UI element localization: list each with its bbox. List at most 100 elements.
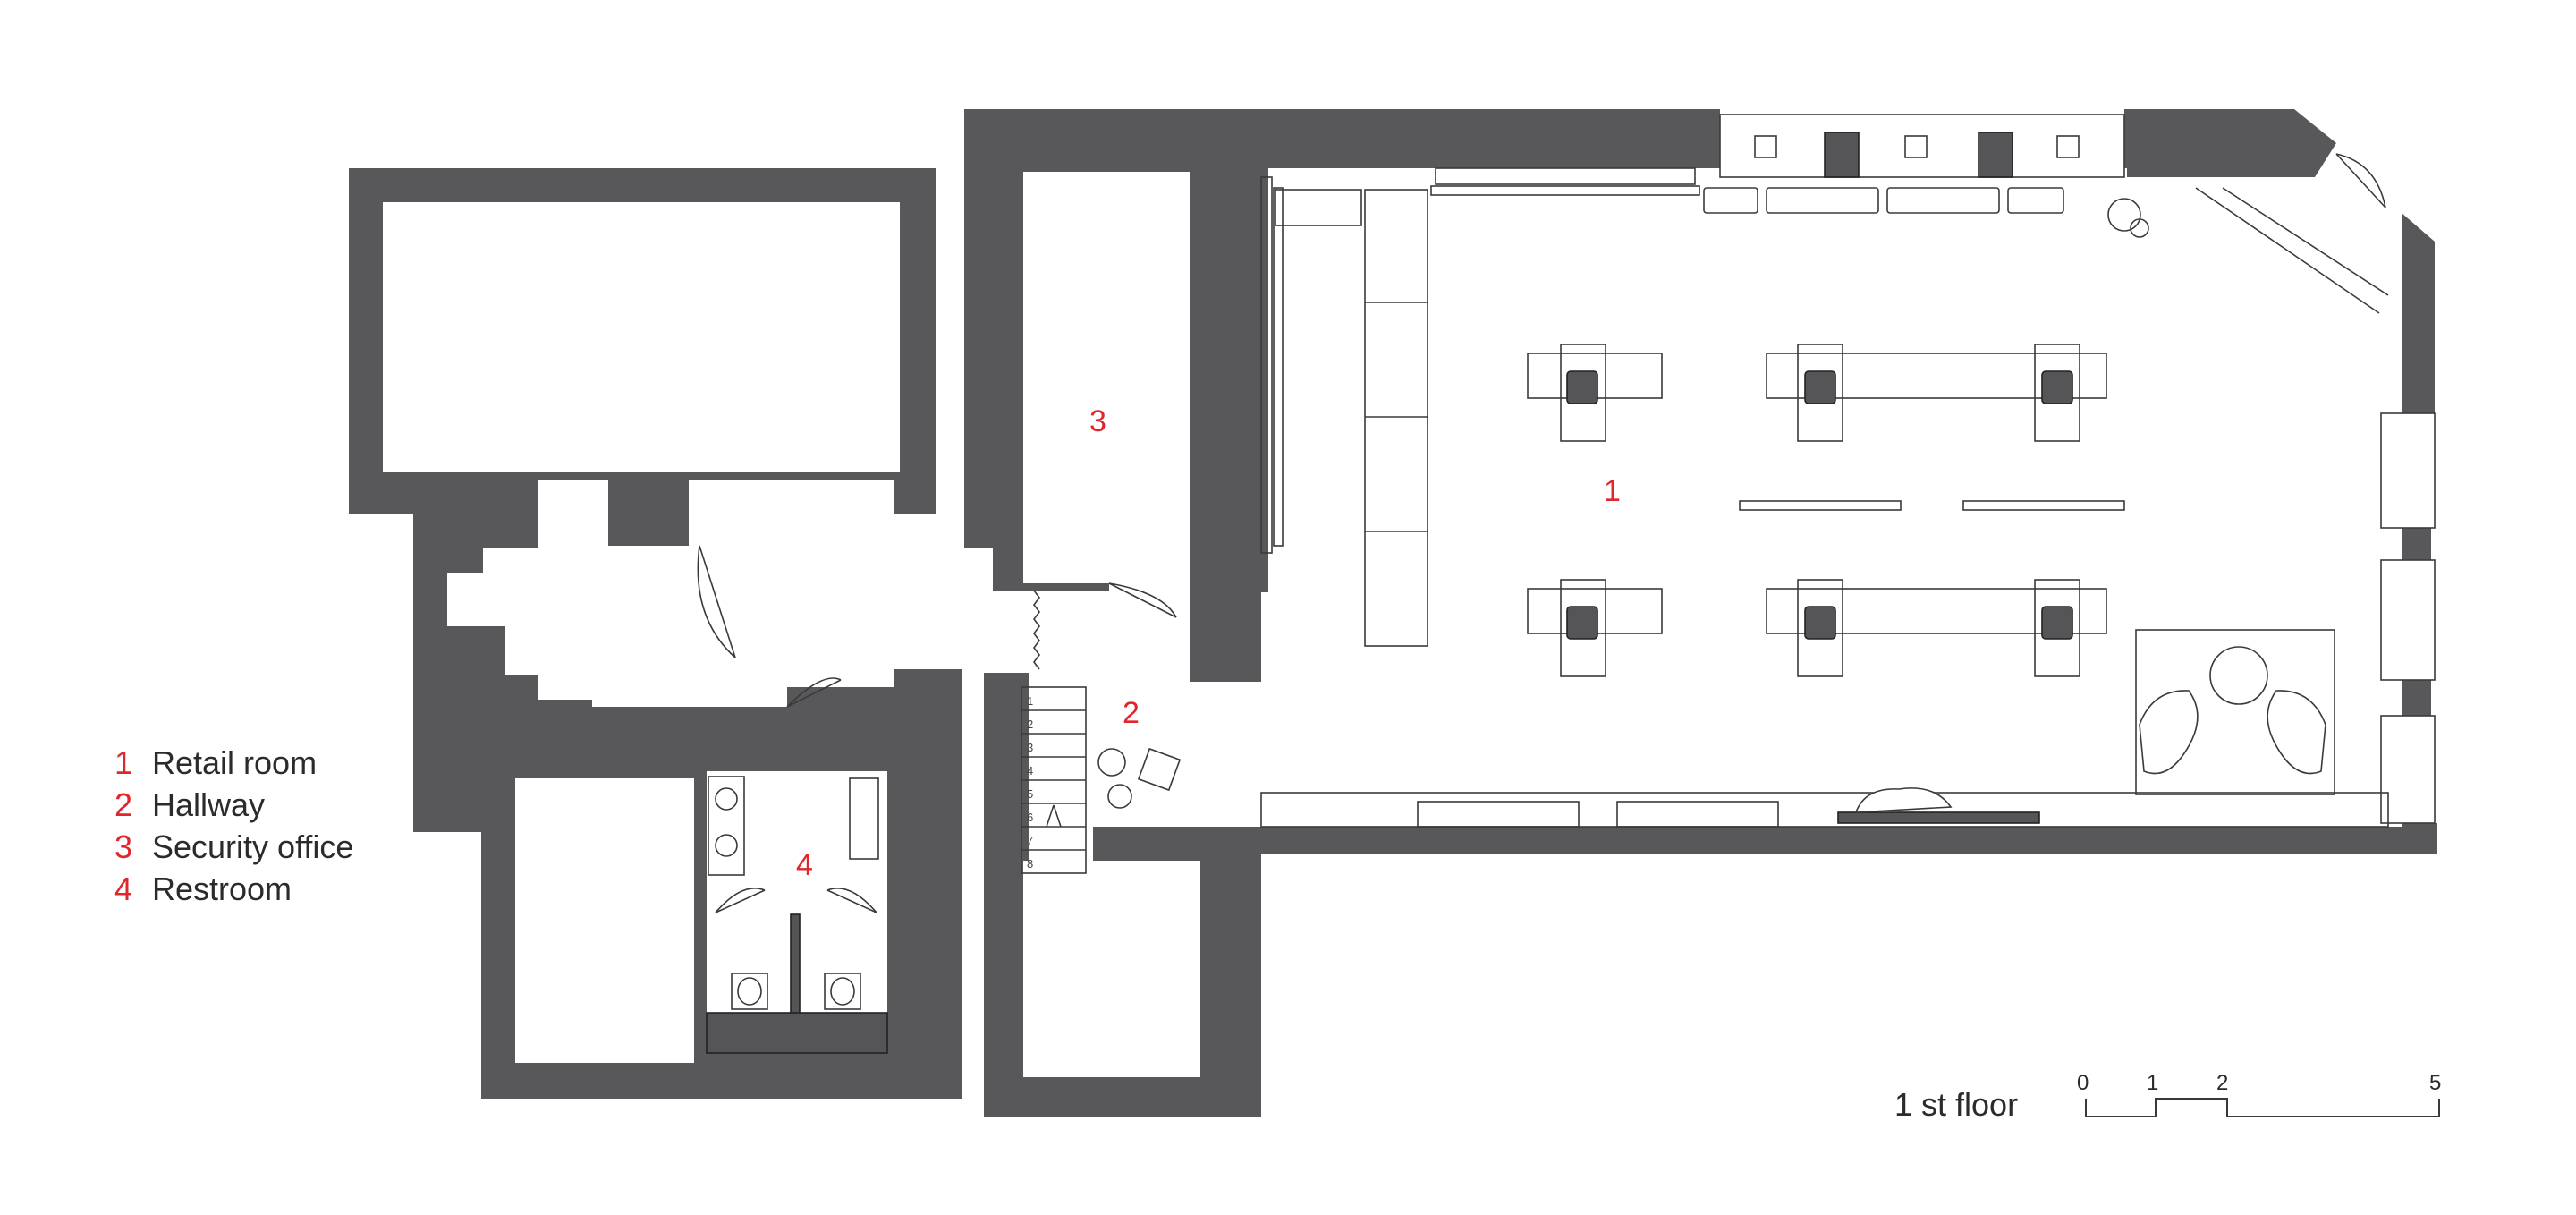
- south-rock-display: [1854, 787, 1953, 813]
- west-shelf-unit: [1364, 189, 1428, 647]
- stairs: 1 2 3 4 5 6 7 8: [1021, 582, 1182, 874]
- room-west-corridor: [447, 480, 993, 707]
- lounge-rug: [2135, 629, 2335, 795]
- stair-step-8: 8: [1027, 857, 1033, 871]
- hallway-side-table: [1137, 747, 1182, 792]
- scale-tick-1: 1: [2147, 1071, 2158, 1095]
- restroom-south-wall: [706, 1012, 888, 1054]
- room-number-security: 3: [1089, 404, 1106, 438]
- room-retail: [1268, 168, 2402, 827]
- legend-number-1: 1: [114, 744, 132, 781]
- room-number-retail: 1: [1604, 474, 1621, 508]
- display-table-2: [1766, 344, 2107, 442]
- retail-fixtures: [1260, 114, 2436, 828]
- east-window-3: [2380, 715, 2436, 824]
- entrance-line-1: [2195, 187, 2380, 314]
- room-west-lower: [515, 778, 694, 1063]
- scale-bar-line: [2085, 1098, 2440, 1117]
- north-plant: [2107, 198, 2141, 232]
- restroom-cabinet: [849, 777, 879, 860]
- stall-door-2: [826, 887, 877, 913]
- north-window-box-3: [2056, 135, 2080, 158]
- stair-step-6: 6: [1027, 811, 1033, 824]
- room-hallway: [975, 582, 1261, 861]
- stair-step-2: 2: [1027, 718, 1033, 731]
- scale-bar: 0 1 2 5: [2077, 1071, 2441, 1117]
- west-inner-panel: [1260, 176, 1273, 554]
- south-bench-2: [1616, 801, 1779, 828]
- wall-retail-south: [1091, 827, 2437, 854]
- south-counter-dark: [1837, 811, 2040, 824]
- hallway-stool-2: [1107, 784, 1132, 809]
- east-window-2: [2380, 559, 2436, 681]
- north-window-box-2: [1904, 135, 1928, 158]
- legend-label-3: Security office: [152, 828, 353, 865]
- room-number-restroom: 4: [796, 848, 813, 882]
- room-numbers: 1 2 3 4: [796, 404, 1621, 882]
- legend: 1 Retail room 2 Hallway 3 Security offic…: [114, 744, 353, 907]
- window-seat-3: [1886, 187, 2000, 214]
- west-inner-panel-2: [1273, 187, 1284, 547]
- security-door-swing: [1108, 582, 1177, 618]
- lounge-round-table: [2209, 646, 2268, 705]
- legend-number-3: 3: [114, 828, 132, 865]
- toilet-1: [731, 973, 768, 1010]
- floor-label: 1 st floor: [1894, 1086, 2018, 1123]
- display-table-4: [1766, 579, 2107, 677]
- north-window-strip: [1719, 114, 2125, 178]
- north-plant-small: [2130, 218, 2149, 238]
- room-security-office: [1023, 172, 1190, 583]
- toilet-2: [824, 973, 861, 1010]
- room-number-hallway: 2: [1123, 696, 1140, 730]
- display-rail-2: [1962, 500, 2125, 511]
- stair-arrow: [1046, 804, 1062, 828]
- stair-step-5: 5: [1027, 787, 1033, 801]
- scale-tick-2: 2: [2216, 1071, 2228, 1095]
- entrance-line-2: [2222, 187, 2389, 296]
- stall-door-1: [715, 887, 766, 913]
- legend-number-2: 2: [114, 786, 132, 823]
- display-rail-1: [1739, 500, 1902, 511]
- stair-step-4: 4: [1027, 764, 1033, 777]
- scale-tick-0: 0: [2077, 1071, 2089, 1095]
- south-counter-rail: [1260, 792, 2389, 828]
- restroom-sink-2: [715, 834, 738, 857]
- armchair-right: [2267, 690, 2326, 775]
- room-west-storage: [383, 202, 900, 472]
- armchair-left: [2139, 690, 2199, 775]
- legend-number-4: 4: [114, 871, 132, 907]
- stair-step-1: 1: [1027, 694, 1033, 708]
- north-shelf-rail-lower: [1430, 185, 1700, 196]
- corridor-door-swing: [697, 545, 736, 658]
- east-window-1: [2380, 412, 2436, 529]
- wall-north: [964, 109, 1720, 168]
- restroom-sink-1: [715, 787, 738, 811]
- window-seat-1: [1703, 187, 1758, 214]
- west-shelf-top: [1275, 189, 1362, 226]
- north-window-pier-2: [1978, 132, 2013, 178]
- stair-step-7: 7: [1027, 834, 1033, 847]
- legend-label-4: Restroom: [152, 871, 292, 907]
- hallway-door-zigzag: [1033, 590, 1040, 670]
- hallway-stool-1: [1097, 748, 1126, 777]
- stair-step-3: 3: [1027, 741, 1033, 754]
- north-shelf-rail: [1435, 167, 1696, 185]
- south-bench-1: [1417, 801, 1580, 828]
- restroom-door-swing: [786, 677, 842, 708]
- display-table-3: [1527, 579, 1663, 677]
- north-window-pier-1: [1824, 132, 1860, 178]
- wall-east: [2402, 213, 2435, 413]
- room-cutouts: [383, 168, 2402, 1077]
- restroom-stall-wall: [790, 913, 801, 1015]
- room-south-storage: [1023, 861, 1200, 1077]
- window-seat-4: [2007, 187, 2064, 214]
- entrance-door-swing: [2335, 153, 2386, 208]
- window-seat-2: [1766, 187, 1879, 214]
- north-window-box-1: [1754, 135, 1777, 158]
- wall-north-east: [2124, 109, 2336, 177]
- wall-east-base: [2397, 823, 2437, 854]
- display-table-1: [1527, 344, 1663, 442]
- scale-tick-5: 5: [2429, 1071, 2441, 1095]
- legend-label-2: Hallway: [152, 786, 265, 823]
